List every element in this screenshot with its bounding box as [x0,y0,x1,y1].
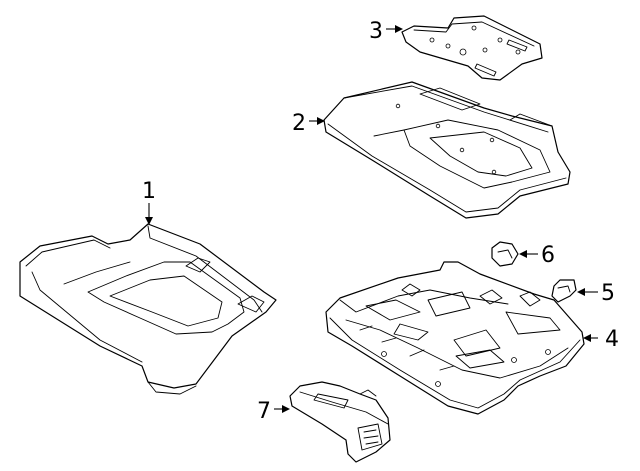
callout-labels: 1 2 3 4 5 6 7 [142,19,619,424]
leader-lines [145,25,598,413]
part-3-mounting-plate[interactable] [401,15,543,81]
arrowhead-3 [395,25,403,33]
arrowhead-7 [282,405,290,413]
callout-1: 1 [142,179,156,204]
arrowhead-6 [519,250,527,258]
part-4-seat-frame[interactable] [325,261,585,415]
part-2-cushion-board[interactable] [323,81,571,219]
arrowhead-1 [145,217,153,225]
callout-7: 7 [257,399,271,424]
callout-2: 2 [292,111,306,136]
callout-3: 3 [369,19,383,44]
arrowhead-5 [577,288,585,296]
part-5-clip[interactable] [551,279,577,303]
arrowhead-2 [317,117,325,125]
part-1-seat-cushion[interactable] [19,223,277,395]
arrowhead-4 [583,334,591,342]
callout-4: 4 [605,327,619,352]
callout-6: 6 [541,243,555,268]
part-6-clip[interactable] [491,241,519,267]
part-7-module[interactable] [289,381,391,463]
callout-5: 5 [601,281,615,306]
